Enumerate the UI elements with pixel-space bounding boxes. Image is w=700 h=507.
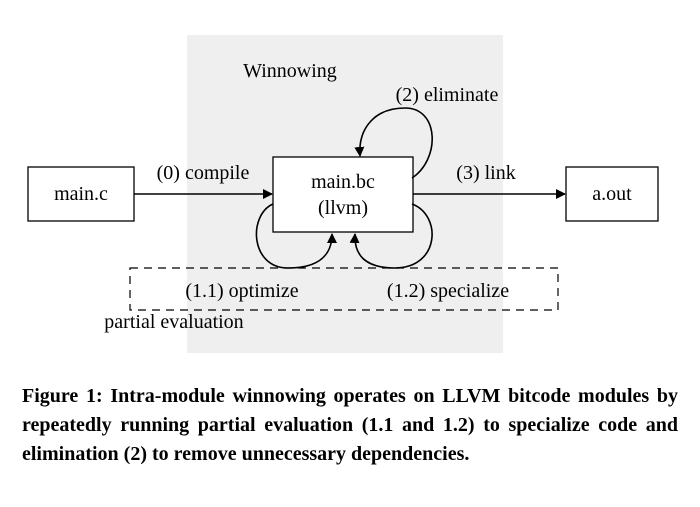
partial-evaluation-group [129,267,559,311]
eliminate-label: (2) eliminate [396,84,499,106]
winnowing-diagram: Winnowing main.c main.bc (llvm) a.out (0… [27,35,659,353]
eliminate-loop-arrow [354,107,433,179]
bitcode-node-label-1: main.bc [311,171,375,193]
bitcode-node-label-2: (llvm) [318,197,368,219]
partial-evaluation-label: partial evaluation [104,311,243,333]
link-label: (3) link [456,162,515,184]
output-node [565,166,659,222]
source-node-label: main.c [54,183,108,205]
bitcode-node [272,156,414,233]
output-node-label: a.out [592,183,632,205]
compile-label: (0) compile [157,162,250,184]
specialize-label: (1.2) specialize [387,280,509,302]
optimize-label: (1.1) optimize [185,280,298,302]
figure-caption: Figure 1: Intra-module winnowing operate… [22,385,678,465]
source-node [27,166,135,222]
winnowing-label: Winnowing [243,60,337,82]
